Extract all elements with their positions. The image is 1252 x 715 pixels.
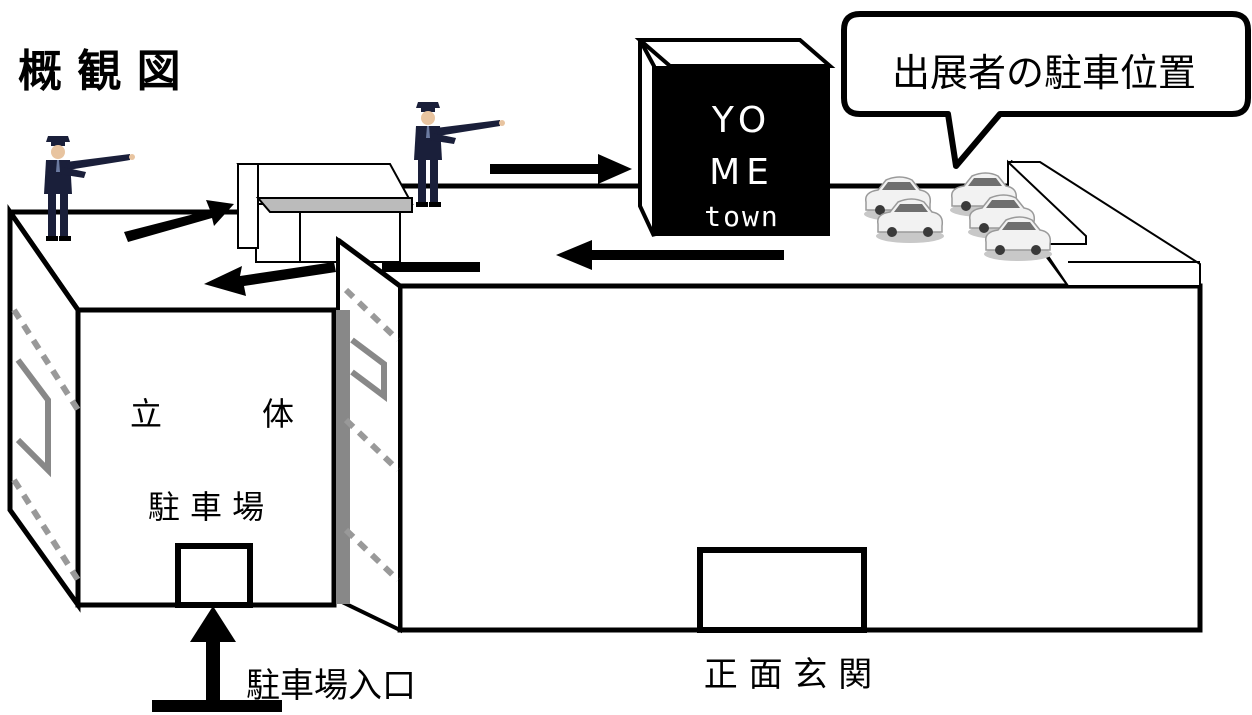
sign-line-3: town [704, 200, 779, 233]
yometown-sign: YO ME town [634, 38, 836, 237]
parking-structure: 立 体 駐 車 場 [7, 204, 337, 613]
arrow-icon [490, 154, 632, 184]
main-entrance-label: 正 面 玄 関 [704, 655, 872, 695]
main-entrance-door [697, 547, 867, 633]
arrow-icon [556, 240, 784, 270]
diagram-title: 概 観 図 [18, 46, 181, 97]
arrow-icon [382, 262, 480, 272]
sign-line-1: YO [711, 100, 772, 141]
arrow-icon [124, 200, 234, 242]
parking-label-1-left: 立 [130, 395, 162, 433]
exhibitor-parking-callout: 出展者の駐車位置 [841, 11, 1251, 169]
arrow-icon [204, 262, 336, 296]
arrow-icon [152, 606, 282, 712]
traffic-guard-icon [414, 102, 505, 207]
callout-text: 出展者の駐車位置 [892, 51, 1196, 95]
parking-entrance-label: 駐車場入口 [246, 666, 416, 706]
traffic-guard-icon [44, 136, 135, 241]
parking-label-1-right: 体 [262, 395, 294, 433]
parking-entrance-door [175, 543, 253, 608]
rooftop-booth [236, 163, 414, 263]
sign-line-2: ME [709, 152, 775, 193]
exhibitor-parking-deck [1007, 159, 1201, 287]
main-store-building [336, 236, 1203, 634]
parking-label-2: 駐 車 場 [148, 488, 264, 526]
side-wall-strip [336, 310, 350, 604]
flow-arrows [124, 154, 784, 712]
